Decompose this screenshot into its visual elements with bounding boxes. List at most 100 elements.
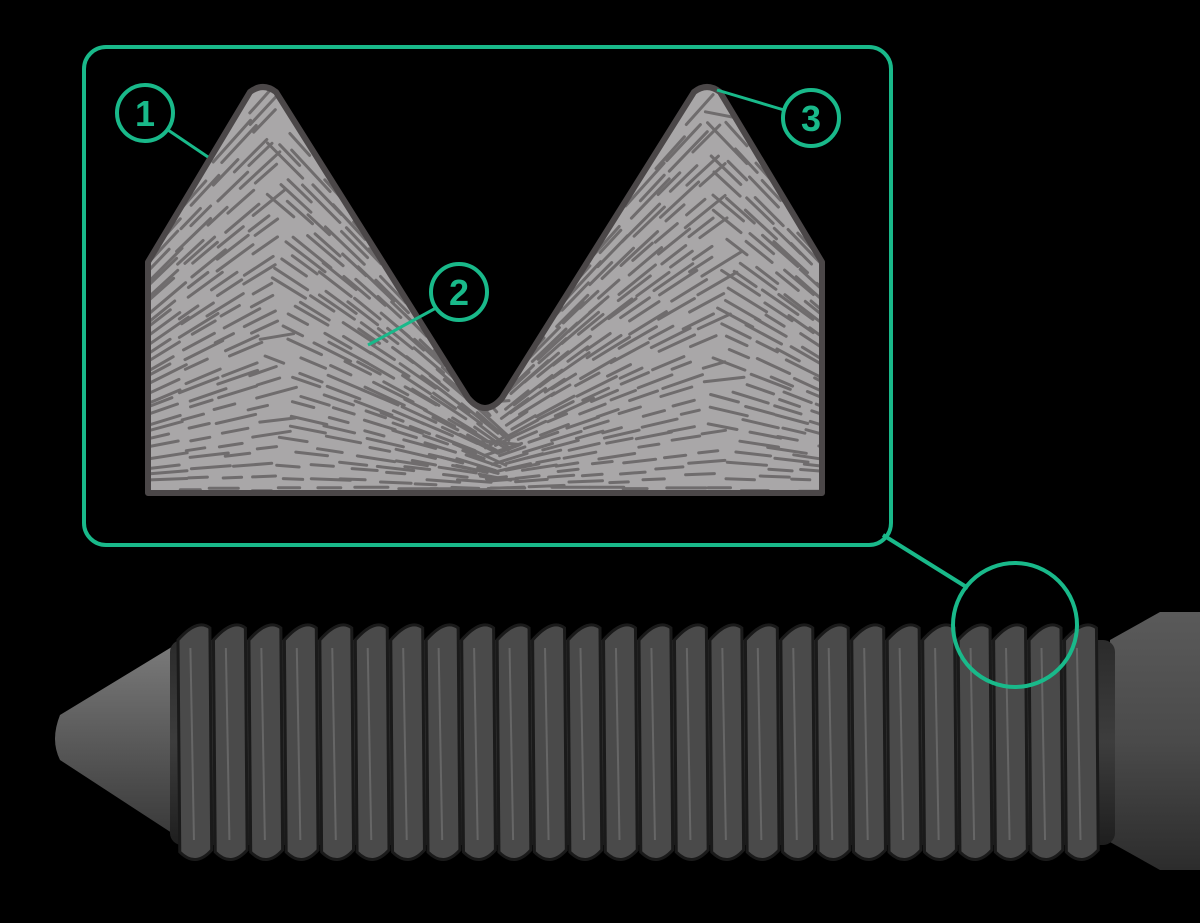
grain-line — [360, 388, 400, 407]
grain-line — [724, 120, 749, 148]
callout-3-leader — [716, 88, 785, 112]
grain-line — [758, 474, 791, 479]
grain-line — [251, 474, 277, 479]
grain-line — [670, 434, 702, 442]
grain-line — [691, 123, 722, 154]
grain-line — [466, 433, 498, 452]
grain-line — [808, 326, 822, 353]
grain-line — [285, 199, 314, 226]
grain-line — [224, 334, 260, 353]
grain-line — [619, 371, 650, 386]
grain-line — [189, 204, 213, 228]
grain-line — [327, 340, 370, 365]
grain-line — [217, 384, 259, 400]
grain-line — [581, 386, 610, 402]
thread-highlight — [614, 647, 621, 841]
thread-ridge — [779, 623, 817, 861]
grain-line — [784, 358, 822, 381]
grain-line — [567, 441, 601, 452]
thread-highlight — [934, 647, 940, 841]
grain-line — [667, 425, 696, 434]
grain-line — [766, 445, 808, 455]
grain-line — [183, 357, 209, 371]
grain-line — [590, 460, 614, 466]
thread-ridge — [637, 623, 675, 861]
thread-ridge — [460, 623, 497, 861]
grain-line — [689, 334, 718, 349]
grain-line — [177, 376, 220, 395]
grain-line — [670, 278, 709, 303]
grain-line — [624, 161, 666, 208]
grain-line — [401, 374, 432, 396]
grain-line — [618, 366, 644, 380]
grain-line — [560, 281, 590, 312]
grain-line — [391, 421, 424, 435]
grain-line — [220, 426, 250, 435]
grain-line — [683, 194, 727, 230]
grain-line — [180, 301, 215, 326]
grain-line — [447, 418, 490, 444]
grain-line — [804, 428, 822, 439]
grain-line — [403, 385, 438, 407]
grain-line — [238, 150, 282, 190]
grain-line — [356, 360, 382, 376]
grain-line — [725, 196, 756, 225]
grain-line — [609, 389, 637, 402]
grain-line — [374, 278, 410, 315]
grain-line — [189, 173, 221, 207]
grain-line — [391, 346, 415, 365]
grain-line — [628, 310, 668, 336]
grain-line — [547, 473, 576, 479]
grain-line — [363, 385, 406, 407]
grain-line — [724, 334, 749, 348]
grain-line — [226, 188, 256, 215]
thread-highlight — [1005, 647, 1011, 841]
grain-line — [286, 312, 310, 326]
grain-line — [755, 265, 780, 285]
grain-line — [575, 375, 618, 398]
grain-line — [617, 263, 657, 296]
grain-line — [251, 235, 279, 256]
thread-ridge — [211, 623, 249, 861]
grain-line — [631, 241, 654, 262]
grain-line — [456, 405, 483, 426]
grain-line — [148, 355, 175, 372]
grain-line — [338, 460, 369, 467]
grain-line — [504, 410, 529, 427]
grain-line — [634, 430, 673, 441]
grain-line — [148, 402, 179, 416]
thread-ridge — [282, 623, 320, 861]
grain-line — [518, 391, 556, 416]
thread-ridge — [672, 623, 710, 861]
thread-ridge — [602, 623, 639, 861]
thread-highlight — [756, 647, 763, 841]
grain-line — [664, 203, 686, 223]
thread-ridge — [743, 623, 781, 861]
grain-line — [753, 317, 788, 338]
grain-line — [190, 248, 227, 279]
grain-line — [734, 147, 759, 174]
grain-line — [316, 447, 344, 454]
grain-line — [585, 332, 612, 352]
grain-line — [228, 340, 264, 358]
grain-line — [148, 413, 182, 427]
grain-line — [670, 360, 692, 371]
grain-line — [755, 340, 779, 354]
callout-1-badge — [115, 83, 175, 143]
callout-3-label: 3 — [801, 98, 821, 139]
grain-line — [323, 331, 353, 350]
grain-line — [651, 355, 686, 372]
grain-line — [508, 387, 547, 415]
grain-line — [148, 362, 172, 377]
grain-line — [184, 446, 207, 453]
grain-line — [148, 451, 189, 461]
grain-line — [619, 296, 651, 320]
grain-line — [288, 132, 312, 157]
grain-line — [394, 459, 429, 468]
grain-line — [376, 295, 403, 319]
grain-line — [437, 465, 478, 475]
grain-line — [711, 208, 743, 235]
grain-line — [574, 371, 601, 388]
grain-line — [394, 447, 437, 460]
grain-line — [773, 404, 803, 416]
